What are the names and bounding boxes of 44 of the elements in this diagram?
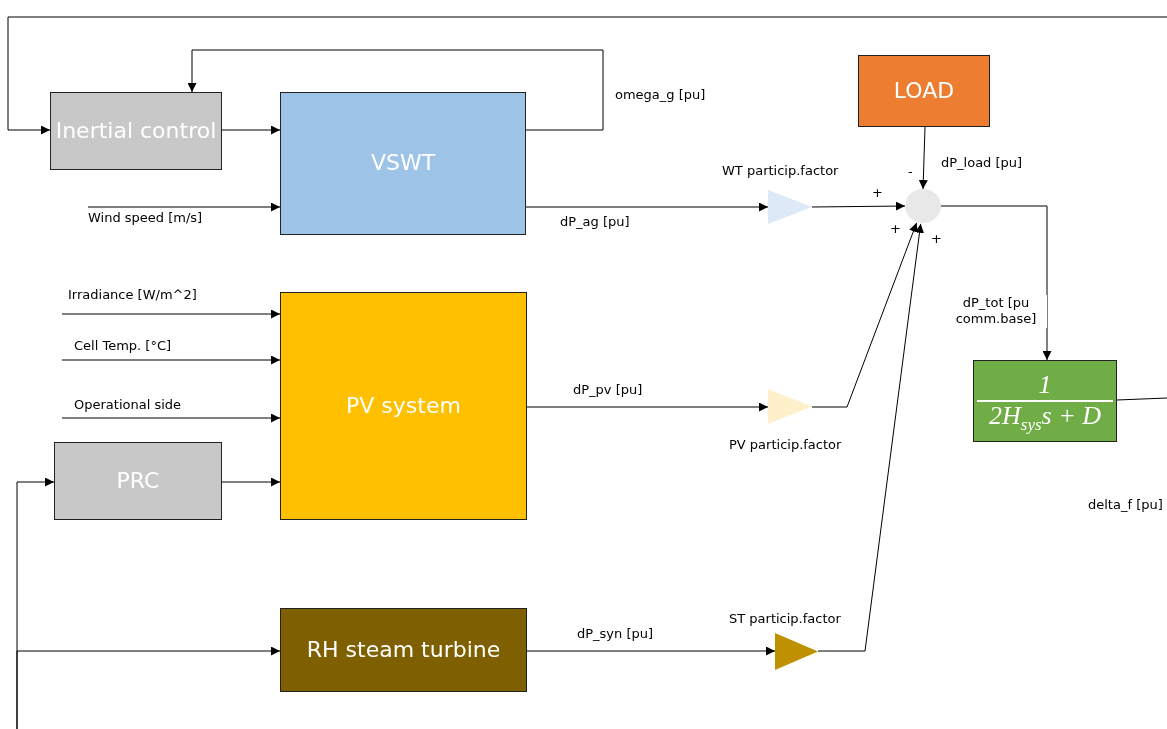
sign-label: + xyxy=(931,231,942,246)
process-block: VSWT xyxy=(280,92,526,235)
signal-arrow xyxy=(526,646,776,656)
signal-arrow xyxy=(16,646,281,729)
transfer-function-block: 1 2H$_{sys}$s + D xyxy=(973,360,1117,442)
signal-arrow xyxy=(61,309,281,319)
signal-arrow xyxy=(525,202,769,212)
process-block: PV system xyxy=(280,292,527,520)
signal-arrow xyxy=(940,205,1052,361)
gain-triangle xyxy=(768,389,812,424)
signal-arrow xyxy=(7,16,1167,135)
signal-arrow xyxy=(221,477,281,487)
signal-arrow xyxy=(87,202,281,212)
signal-label: dP_load [pu] xyxy=(940,155,1024,172)
signal-arrow xyxy=(187,49,604,131)
process-block: LOAD xyxy=(858,55,990,127)
summing-junction xyxy=(905,189,941,223)
signal-arrow xyxy=(61,355,281,365)
signal-label: dP_pv [pu] xyxy=(572,382,644,399)
signal-arrow xyxy=(918,126,928,190)
signal-arrow xyxy=(221,125,281,135)
signal-label: dP_syn [pu] xyxy=(576,626,655,643)
gain-triangle xyxy=(775,633,818,670)
gain-label: PV particip.factor xyxy=(729,437,842,452)
gain-label: ST particip.factor xyxy=(729,611,841,626)
sign-label: + xyxy=(872,185,883,200)
signal-label: dP_ag [pu] xyxy=(559,214,631,231)
signal-label: Cell Temp. [°C] xyxy=(73,338,173,355)
sign-label: - xyxy=(908,164,913,179)
process-block: RH steam turbine xyxy=(280,608,527,692)
signal-arrow xyxy=(811,222,918,408)
signal-arrow xyxy=(817,223,924,652)
signal-label: delta_f [pu] xyxy=(1088,497,1163,512)
gain-triangle xyxy=(768,190,812,224)
signal-label: Irradiance [W/m^2] xyxy=(67,287,198,304)
gain-label: WT particip.factor xyxy=(722,163,839,178)
signal-arrow xyxy=(526,402,769,412)
sign-label: + xyxy=(890,221,901,236)
signal-arrow xyxy=(811,201,906,211)
signal-label: Operational side xyxy=(73,397,183,414)
signal-label: Wind speed [m/s] xyxy=(87,210,204,227)
signal-arrow xyxy=(61,413,281,423)
signal-line xyxy=(1116,397,1167,401)
signal-label: omega_g [pu] xyxy=(614,87,707,104)
